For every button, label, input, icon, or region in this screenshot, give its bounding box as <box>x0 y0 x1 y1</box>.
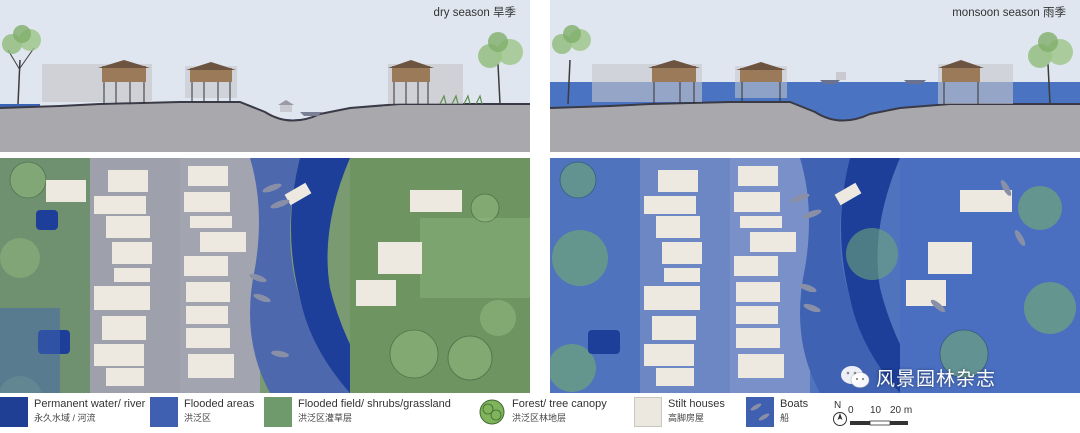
tree-left <box>2 25 41 105</box>
field-swatch <box>264 397 292 427</box>
boats-swatch <box>746 397 774 427</box>
scale-tick-20: 20 m <box>890 405 913 416</box>
legend-label: Boats <box>780 398 809 410</box>
dry-season-panel: dry season 旱季 <box>0 0 530 393</box>
legend-label: Flooded areas <box>184 398 255 410</box>
legend-label-zh: 洪泛区灌草层 <box>298 413 353 423</box>
season-label: dry season 旱季 <box>433 7 516 19</box>
legend: Permanent water/ river 永久水域 / 河流 Flooded… <box>0 393 1080 433</box>
legend-label-zh: 船 <box>780 413 790 423</box>
scale-bar: N 0 10 20 m <box>832 397 952 431</box>
legend-label: Flooded field/ shrubs/grassland <box>298 398 451 410</box>
scale-tick-10: 10 <box>870 405 882 416</box>
forest-swatch <box>479 399 505 425</box>
north-arrow-icon <box>833 412 847 426</box>
stilt-house-1 <box>648 60 700 104</box>
dry-season-section <box>0 0 530 152</box>
stilt-house-3 <box>938 60 984 104</box>
dry-season-plan <box>0 158 530 393</box>
tree-right <box>1028 32 1073 105</box>
legend-label-zh: 永久水域 / 河流 <box>34 413 96 423</box>
monsoon-season-plan <box>550 158 1080 393</box>
stilt-house-2 <box>736 62 786 102</box>
north-arrow-label: N <box>834 400 842 411</box>
legend-label: Stilt houses <box>668 398 725 410</box>
monsoon-season-section <box>550 0 1080 152</box>
tree-left <box>552 25 591 105</box>
legend-label: Forest/ tree canopy <box>512 398 607 410</box>
stilt-house-3 <box>388 60 434 104</box>
watermark: 风景园林杂志 <box>840 360 996 394</box>
watermark-text: 风景园林杂志 <box>876 368 997 390</box>
legend-label-zh: 高脚房屋 <box>668 413 705 423</box>
stilt-swatch <box>634 397 662 427</box>
monsoon-season-panel: monsoon season 雨季 <box>550 0 1080 393</box>
legend-label-zh: 洪泛区 <box>184 413 212 423</box>
stilt-house-2 <box>186 62 236 102</box>
water-swatch <box>0 397 28 427</box>
flooded-swatch <box>150 397 178 427</box>
scale-tick-0: 0 <box>848 405 854 416</box>
tree-right <box>478 32 523 105</box>
legend-label-zh: 洪泛区林地层 <box>512 413 567 423</box>
wechat-icon <box>841 366 870 388</box>
stilt-house-1 <box>98 60 150 104</box>
legend-label: Permanent water/ river <box>34 398 146 410</box>
season-label: monsoon season 雨季 <box>952 7 1066 19</box>
scale-bar-graphic <box>850 420 908 426</box>
